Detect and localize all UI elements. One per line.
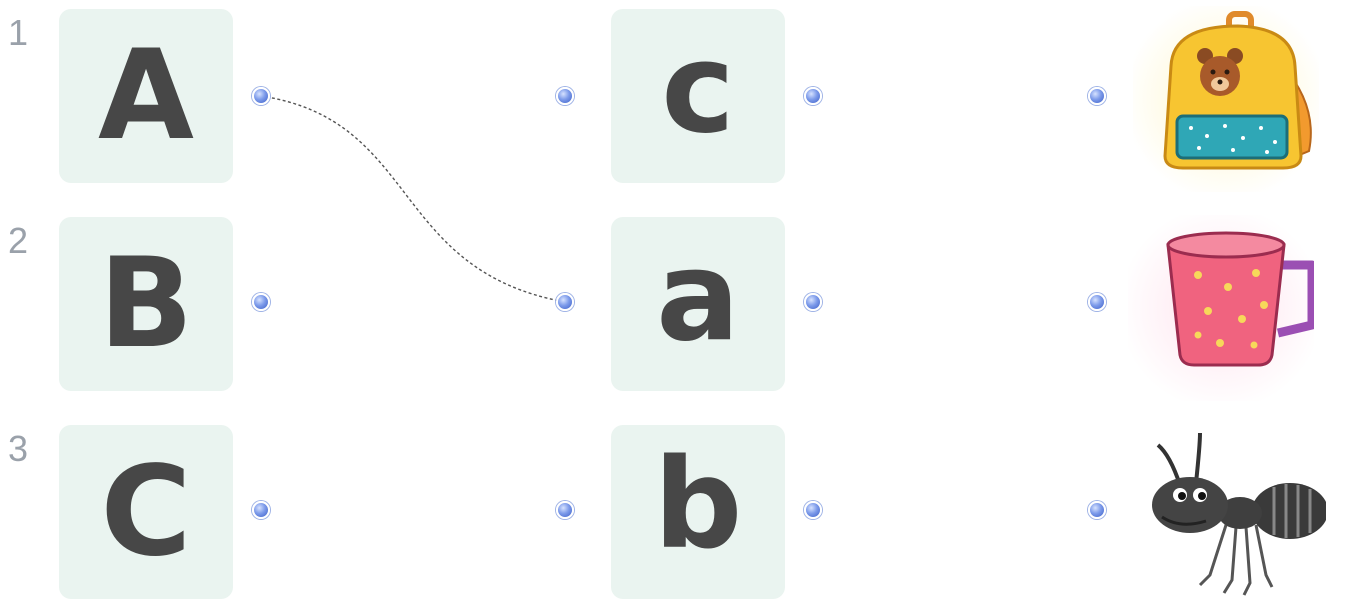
lowercase-a-right-dot[interactable] [804,293,822,311]
lowercase-b-right-dot[interactable] [804,501,822,519]
row-number-2: 2 [8,220,29,261]
lowercase-b-left-dot[interactable] [556,501,574,519]
uppercase-B-connector-dot[interactable] [252,293,270,311]
ant-icon[interactable] [1140,425,1326,611]
lowercase-card-c[interactable]: c [611,9,785,183]
backpack-connector-dot[interactable] [1088,87,1106,105]
lowercase-c-left-dot[interactable] [556,87,574,105]
uppercase-A-connector-dot[interactable] [252,87,270,105]
cup-connector-dot[interactable] [1088,293,1106,311]
uppercase-C-connector-dot[interactable] [252,501,270,519]
lowercase-card-b[interactable]: b [611,425,785,599]
row-number-1: 1 [8,12,29,53]
uppercase-card-B[interactable]: B [59,217,233,391]
uppercase-card-A[interactable]: A [59,9,233,183]
row-number-3: 3 [8,428,29,469]
lowercase-card-a[interactable]: a [611,217,785,391]
uppercase-card-C[interactable]: C [59,425,233,599]
lowercase-c-right-dot[interactable] [804,87,822,105]
backpack-icon[interactable] [1133,6,1319,192]
ant-connector-dot[interactable] [1088,501,1106,519]
cup-icon[interactable] [1128,215,1314,401]
lowercase-a-left-dot[interactable] [556,293,574,311]
